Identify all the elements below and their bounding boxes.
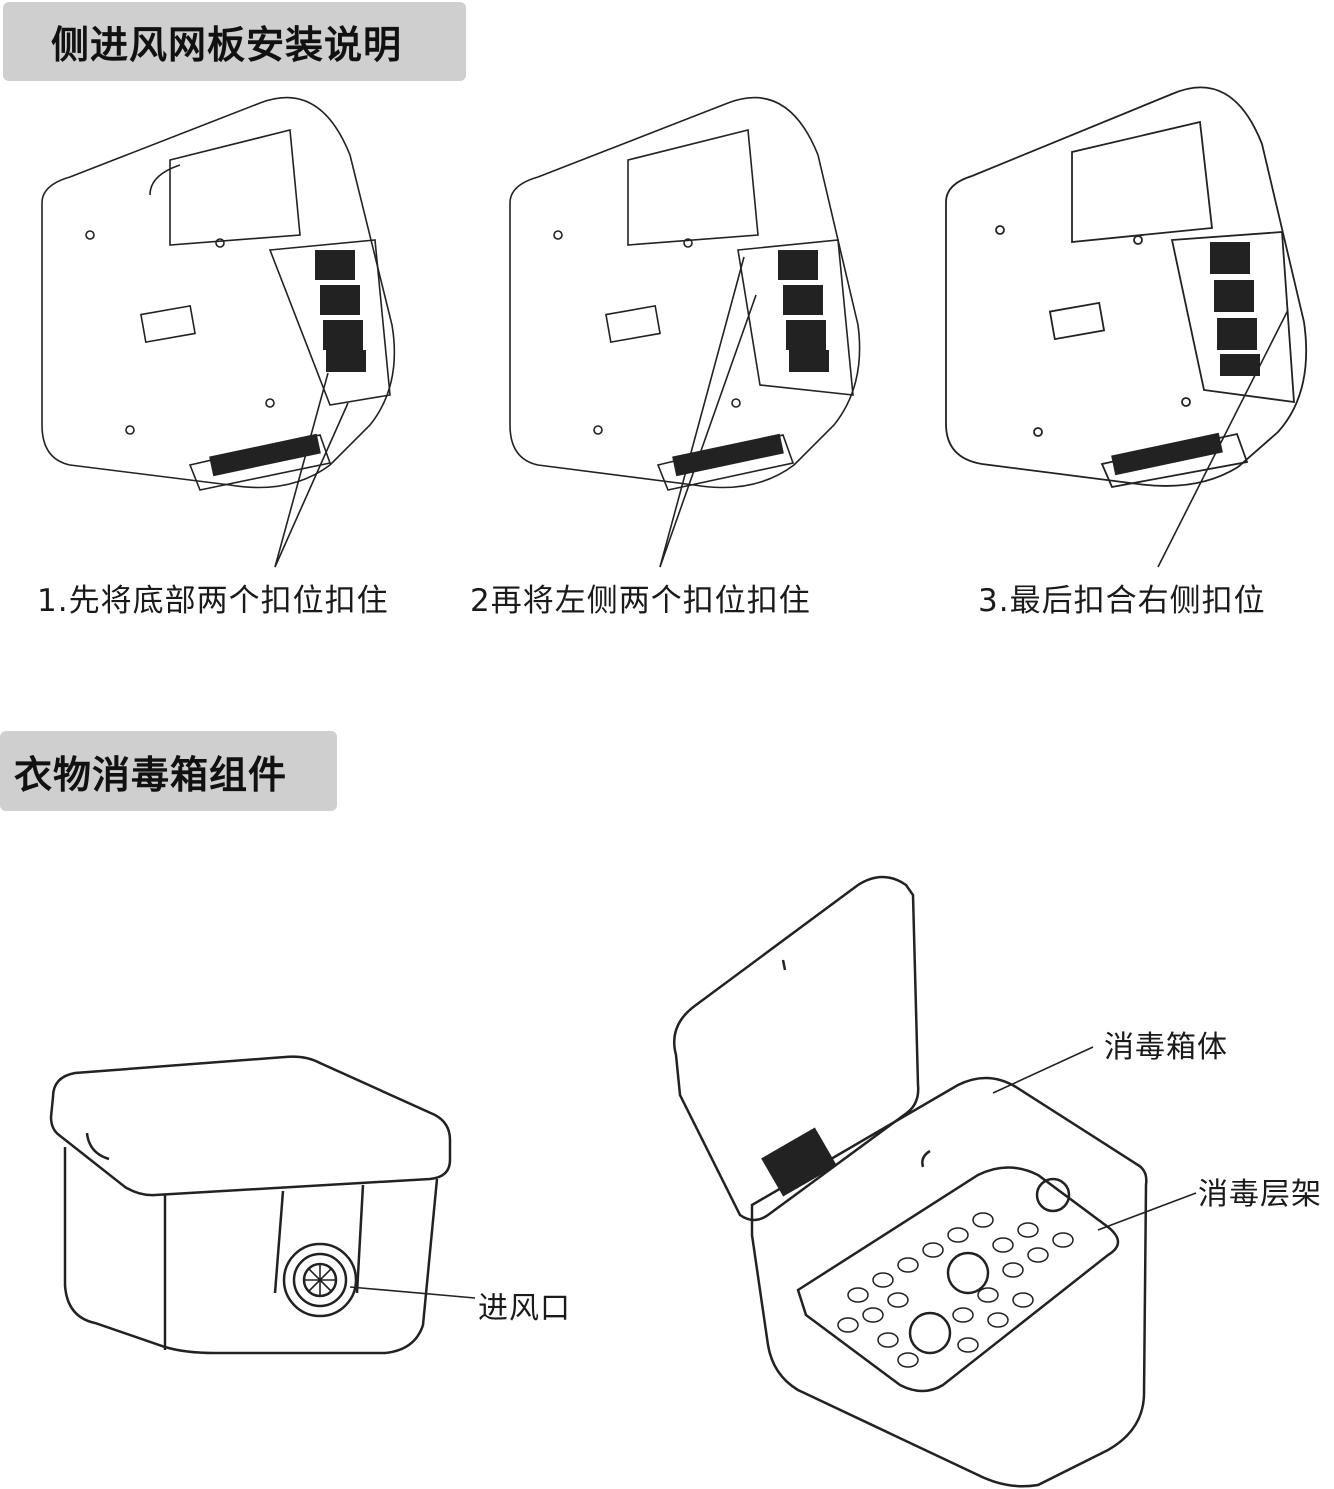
rack-label: 消毒层架 — [1198, 1177, 1322, 1212]
open-box-illustration — [668, 875, 1153, 1487]
inlet-label: 进风口 — [478, 1291, 571, 1326]
step-3-caption: 3.最后扣合右侧扣位 — [978, 583, 1266, 619]
components-section-header: 衣物消毒箱组件 — [0, 731, 337, 811]
closed-box-illustration — [45, 1055, 455, 1370]
step-1-caption: 1.先将底部两个扣位扣住 — [37, 583, 389, 619]
step-2-illustration — [498, 85, 868, 515]
step-3-illustration — [942, 72, 1322, 512]
box-body-label: 消毒箱体 — [1104, 1030, 1228, 1065]
components-section-title: 衣物消毒箱组件 — [14, 752, 288, 797]
step-1-illustration — [30, 85, 410, 515]
install-section-header: 侧进风网板安装说明 — [3, 2, 466, 81]
install-section-title: 侧进风网板安装说明 — [51, 23, 403, 67]
step-2-caption: 2再将左侧两个扣位扣住 — [470, 583, 811, 619]
